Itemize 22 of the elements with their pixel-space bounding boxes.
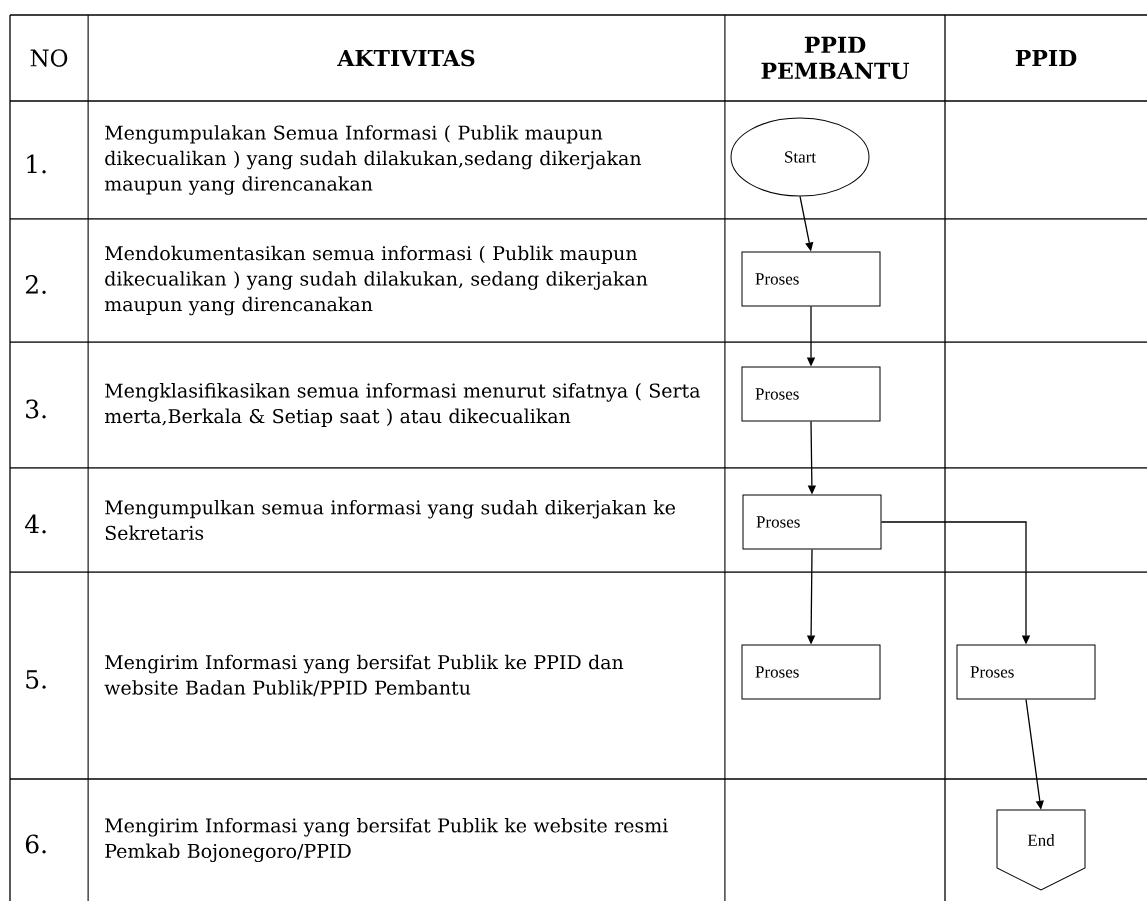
process-box: Proses bbox=[742, 494, 882, 550]
activity-text: Mengumpulakan Semua Informasi ( Publik maupun dikecualikan ) yang sudah dilakukan,sedang dikerjakan maupun yang direncanakan bbox=[104, 125, 642, 195]
column-header: NO bbox=[30, 49, 68, 67]
column-header: PPID PEMBANTU bbox=[761, 36, 909, 80]
row-number: 3. bbox=[26, 399, 46, 419]
activity-text: Mengirim Informasi yang bersifat Publik ke PPID dan website Badan Publik/PPID Pembantu bbox=[104, 654, 624, 697]
end-connector: End bbox=[996, 809, 1086, 891]
column-header: AKTIVITAS bbox=[337, 49, 475, 67]
row-number: 6. bbox=[25, 834, 46, 854]
activity-text: Mendokumentasikan semua informasi ( Publik maupun dikecualikan ) yang sudah dilakukan, sedang dikerjakan maupun yang direncanakan bbox=[104, 245, 648, 316]
row-number: 1. bbox=[27, 154, 46, 174]
activity-text: Mengumpulkan semua informasi yang sudah dikerjakan ke Sekretaris bbox=[105, 499, 675, 541]
column-header: PPID bbox=[1015, 49, 1077, 66]
process-box: Proses bbox=[741, 644, 881, 700]
process-box: Proses bbox=[956, 644, 1096, 700]
activity-text: Mengklasifikasikan semua informasi menurut sifatnya ( Serta merta,Berkala & Setiap saat ) atau dikecualikan bbox=[104, 383, 700, 427]
row-number: 2. bbox=[25, 275, 46, 294]
row-number: 4. bbox=[25, 514, 46, 534]
process-box: Proses bbox=[741, 251, 881, 307]
activity-text: Mengirim Informasi yang bersifat Publik ke website resmi Pemkab Bojonegoro/PPID bbox=[105, 817, 668, 863]
process-box: Proses bbox=[741, 366, 881, 422]
row-number: 5. bbox=[26, 670, 46, 689]
